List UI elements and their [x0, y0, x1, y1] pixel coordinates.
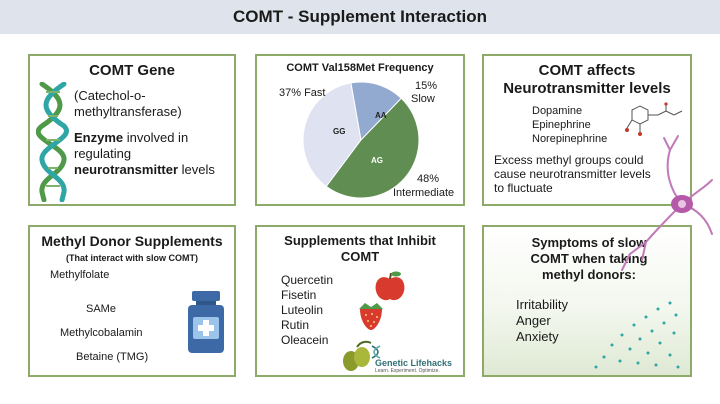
neurotransmitter-title: COMT affects Neurotransmitter levels — [484, 62, 690, 98]
pie-label-gg: GG — [333, 127, 345, 136]
pie-slice-aa — [350, 81, 402, 142]
label-intermediate-pct: 48% — [417, 173, 440, 185]
pie-label-aa: AA — [375, 111, 387, 120]
frequency-title: COMT Val158Met Frequency — [286, 62, 434, 74]
symptoms-title-line1: Symptoms of slow — [531, 235, 647, 250]
inhibitor-panel: Supplements that Inhibit COMT Quercetin … — [255, 225, 465, 377]
gene-fullname: (Catechol-o-methyltransferase) — [74, 88, 182, 119]
neurotransmitter-note: Excess methyl groups could cause neurotr… — [494, 153, 651, 195]
methyl-donor-subtitle: (That interact with slow COMT) — [66, 253, 198, 263]
list-item: Anxiety — [516, 329, 559, 344]
label-slow: Slow — [411, 93, 435, 105]
dna-logo-icon — [371, 345, 381, 359]
neurotransmitter-title-line2: Neurotransmitter levels — [503, 80, 671, 97]
olive-icon — [343, 340, 372, 371]
list-item: Anger — [516, 313, 551, 328]
gene-title: COMT Gene — [89, 62, 175, 79]
supplement-bottle-icon — [188, 291, 224, 353]
symptoms-title-line2: COMT when taking — [530, 251, 648, 266]
inhibitor-title-line2: COMT — [340, 249, 380, 264]
list-item: SAMe — [86, 303, 116, 315]
strawberry-icon — [359, 303, 383, 330]
neurotransmitter-title-line1: COMT affects — [538, 62, 636, 79]
gene-desc-bold-neuro: neurotransmitter — [74, 162, 179, 177]
list-item: Norepinephrine — [532, 133, 608, 145]
list-item: Betaine (TMG) — [76, 351, 149, 363]
list-item: Oleacein — [281, 333, 329, 347]
inhibitor-list: Quercetin Fisetin Luteolin Rutin Oleacei… — [281, 273, 333, 348]
gene-desc-end: levels — [178, 162, 215, 177]
gene-description: Enzyme involved in regulating neurotrans… — [74, 130, 234, 178]
label-fast: 37% Fast — [279, 87, 326, 99]
list-item: Methylfolate — [50, 269, 110, 281]
molecule-structure-icon — [625, 102, 683, 136]
dna-helix-icon — [36, 82, 69, 202]
pie-slice-ag — [325, 97, 420, 199]
pie-chart: GG AA AG — [302, 81, 420, 199]
frequency-panel: COMT Val158Met Frequency GG AA AG 37% Fa… — [255, 54, 465, 206]
logo-tagline: Learn. Experiment. Optimize. — [375, 368, 440, 374]
list-item: Rutin — [281, 318, 310, 332]
neurotransmitter-dots — [594, 301, 680, 369]
pie-label-ag: AG — [371, 156, 383, 165]
inhibitor-title: Supplements that Inhibit COMT — [257, 233, 463, 265]
list-item: Luteolin — [281, 303, 324, 317]
label-intermediate: Intermediate — [393, 187, 455, 199]
symptoms-list: Irritability Anger Anxiety — [516, 297, 568, 345]
pie-slice-gg — [302, 82, 362, 188]
symptoms-panel: Symptoms of slow COMT when taking methyl… — [482, 225, 692, 377]
symptoms-title-line3: methyl donors: — [542, 267, 636, 282]
apple-icon — [375, 271, 405, 301]
list-item: Fisetin — [281, 288, 317, 302]
list-item: Quercetin — [281, 273, 334, 287]
label-slow-pct: 15% — [415, 80, 438, 92]
inhibitor-title-line1: Supplements that Inhibit — [284, 233, 436, 248]
list-item: Methylcobalamin — [60, 327, 143, 339]
list-item: Epinephrine — [532, 119, 591, 131]
gene-desc-bold-enzyme: Enzyme — [74, 130, 124, 145]
gene-panel: COMT Gene (Catechol-o-methyltransferase)… — [28, 54, 236, 206]
logo-text: Genetic Lifehacks — [375, 358, 453, 368]
page-title: COMT - Supplement Interaction — [0, 0, 720, 34]
list-item: Dopamine — [532, 105, 583, 117]
neurotransmitter-list: Dopamine Epinephrine Norepinephrine — [532, 104, 607, 146]
list-item: Irritability — [516, 297, 569, 312]
methyl-donor-panel: Methyl Donor Supplements (That interact … — [28, 225, 236, 377]
gene-desc-mid: involved in regulating — [74, 130, 189, 161]
methyl-donor-title: Methyl Donor Supplements — [41, 233, 223, 249]
symptoms-title: Symptoms of slow COMT when taking methyl… — [494, 235, 684, 283]
neuron-icon — [621, 135, 713, 271]
neurotransmitter-panel: COMT affects Neurotransmitter levels Dop… — [482, 54, 692, 206]
